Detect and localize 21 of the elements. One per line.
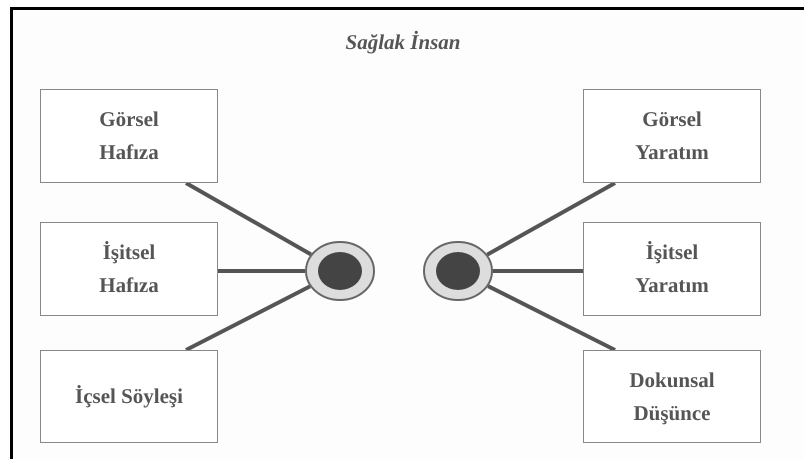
connector-line — [486, 181, 616, 256]
concept-box — [40, 350, 218, 443]
connector-line — [487, 284, 616, 352]
box-label: Görsel Hafıza — [98, 106, 160, 166]
connector-line — [185, 284, 311, 352]
concept-box — [40, 89, 218, 183]
eye-circle — [305, 241, 375, 301]
concept-box — [583, 89, 761, 183]
box-label: Dokunsal Düşünce — [628, 366, 716, 426]
concept-box — [583, 350, 761, 443]
eye-circle — [423, 241, 493, 301]
connector-line — [218, 269, 305, 273]
box-label: İçsel Söyleşi — [74, 383, 184, 410]
box-label: İşitsel Yaratım — [634, 239, 710, 299]
concept-box — [40, 222, 218, 316]
concept-box — [583, 222, 761, 316]
title: Sağlak İnsan — [344, 29, 462, 56]
connector-line — [185, 181, 312, 256]
box-label: Görsel Yaratım — [634, 106, 710, 166]
connector-line — [493, 269, 583, 273]
box-label: İşitsel Hafıza — [98, 239, 160, 299]
